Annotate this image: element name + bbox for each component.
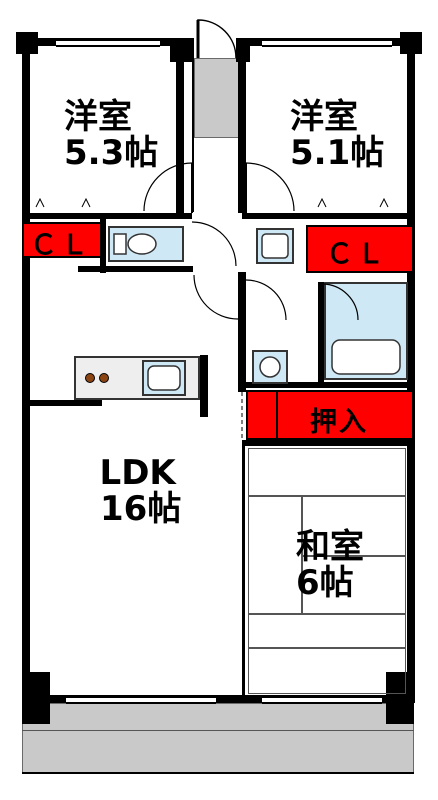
wall-kitchen-right bbox=[200, 355, 208, 417]
pillar-bottom-left bbox=[22, 672, 50, 724]
outer-wall-bottom bbox=[22, 695, 415, 703]
room-ldk-name: LDK bbox=[99, 453, 176, 493]
room-western-1-name: 洋室 bbox=[64, 97, 132, 137]
wall-room2-bottom bbox=[242, 213, 414, 219]
wall-japanese-top bbox=[242, 440, 414, 446]
wall-washroom-bottom bbox=[242, 382, 414, 388]
wall-toilet-bottom bbox=[78, 266, 193, 272]
balcony-railing bbox=[22, 730, 414, 731]
window-top-right bbox=[262, 39, 392, 47]
wall-entrance-right bbox=[238, 38, 246, 213]
room-western-1: 洋室 5.3帖 bbox=[64, 97, 159, 173]
window-bottom-left bbox=[66, 696, 216, 704]
pillar-bottom-right bbox=[386, 672, 414, 724]
pillar-top-left bbox=[16, 32, 38, 54]
tatami-mat bbox=[248, 648, 406, 694]
closet-right bbox=[306, 225, 414, 273]
room-japanese: 和室 6帖 bbox=[296, 527, 364, 603]
tatami-mat bbox=[248, 614, 406, 648]
wall-ldk-top bbox=[22, 400, 102, 406]
window-top-left bbox=[56, 39, 160, 47]
wall-bath-left bbox=[318, 282, 324, 387]
room-western-1-size: 5.3帖 bbox=[64, 132, 159, 173]
closet-left bbox=[22, 222, 102, 258]
room-ldk-size: 16帖 bbox=[100, 488, 182, 529]
room-japanese-name: 和室 bbox=[296, 527, 364, 567]
outer-wall-left bbox=[22, 38, 30, 703]
room-ldk: LDK 16帖 bbox=[94, 453, 182, 529]
tatami-mat bbox=[248, 448, 406, 496]
balcony bbox=[22, 703, 414, 773]
oshiire bbox=[276, 390, 414, 440]
oshiire-label: 押入 bbox=[310, 407, 368, 438]
room-western-2-name: 洋室 bbox=[290, 97, 358, 137]
room-japanese-size: 6帖 bbox=[296, 562, 354, 603]
tatami-mat bbox=[302, 496, 406, 556]
wall-entrance-left bbox=[176, 38, 184, 213]
tatami-mat bbox=[302, 556, 406, 614]
closet-right-label: ＣＬ bbox=[326, 239, 388, 270]
pillar-top-right bbox=[400, 32, 422, 54]
room-western-2-size: 5.1帖 bbox=[290, 132, 385, 173]
entrance bbox=[194, 58, 242, 138]
wall-toilet-left bbox=[100, 213, 106, 273]
wall-room1-bottom bbox=[22, 213, 192, 219]
room-western-2: 洋室 5.1帖 bbox=[290, 97, 385, 173]
wall-japanese-left bbox=[242, 446, 245, 696]
wall-corridor-left bbox=[192, 62, 194, 212]
closet-left-label: ＣＬ bbox=[30, 230, 92, 261]
tatami-mat bbox=[248, 496, 302, 614]
outer-wall-right bbox=[407, 38, 415, 703]
window-bottom-right bbox=[262, 696, 382, 704]
